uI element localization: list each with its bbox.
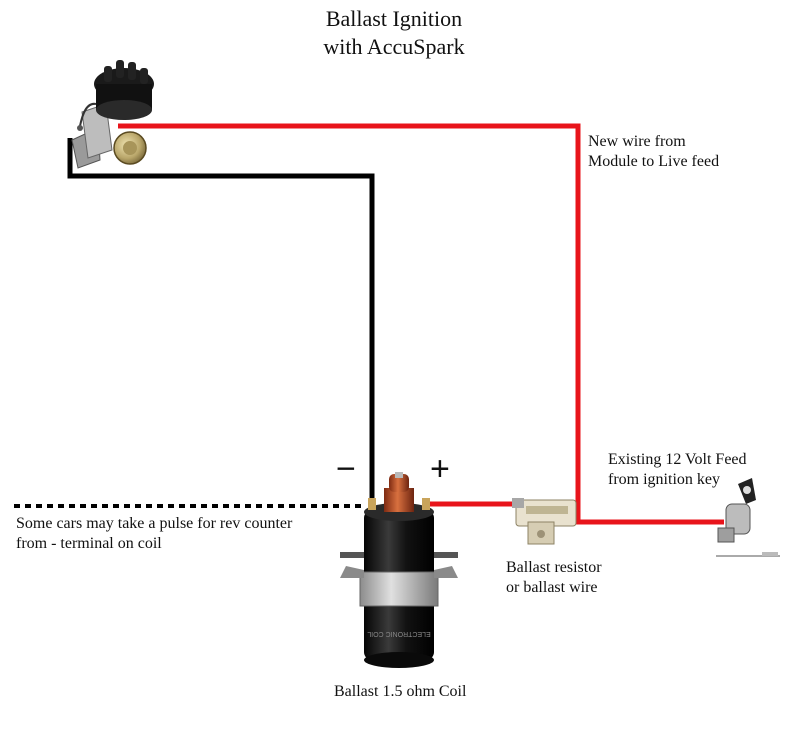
module-live-wire [118, 123, 724, 525]
svg-text:ELECTRONIC COIL: ELECTRONIC COIL [367, 630, 431, 637]
ballast-resistor-icon [512, 498, 577, 545]
ignition-key-switch-icon [716, 478, 780, 557]
distributor-icon [71, 60, 154, 169]
rev-counter-label-line1: Some cars may take a pulse for rev count… [16, 515, 293, 532]
new-wire-label-line2: Module to Live feed [588, 153, 720, 170]
coil-label: Ballast 1.5 ohm Coil [334, 683, 467, 700]
coil-minus-terminal-sign: − [336, 450, 356, 488]
rev-counter-label-line2: from - terminal on coil [16, 535, 162, 552]
ground-wire [67, 138, 375, 510]
diagram-title-line1: Ballast Ignition [325, 6, 463, 31]
diagram-title-line2: with AccuSpark [323, 34, 465, 59]
new-wire-label-line1: New wire from [588, 133, 686, 150]
ballast-resistor-label-line1: Ballast resistor [506, 559, 602, 576]
coil-plus-terminal-sign: + [430, 450, 450, 488]
existing-feed-label-line1: Existing 12 Volt Feed [608, 451, 747, 468]
ignition-coil-icon: ELECTRONIC COIL [340, 472, 458, 668]
existing-feed-label-line2: from ignition key [608, 471, 720, 488]
ballast-resistor-label-line2: or ballast wire [506, 579, 598, 596]
